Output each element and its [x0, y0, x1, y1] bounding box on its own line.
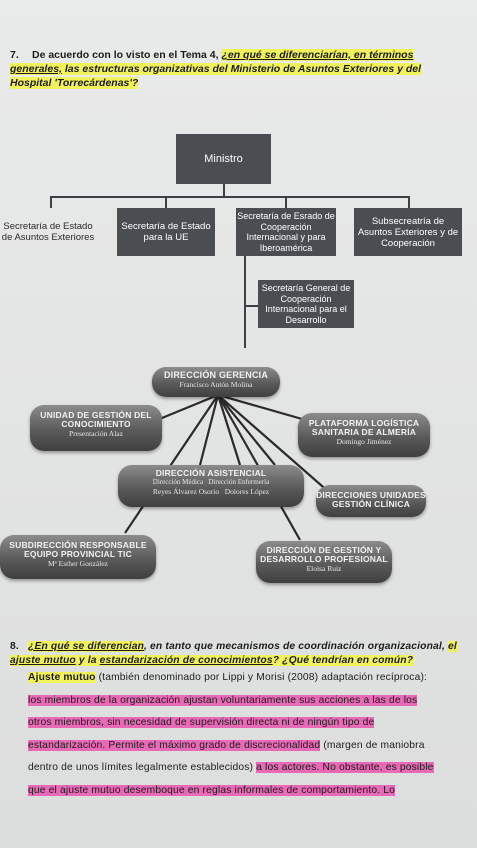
q8-term-estandarizacion: estandarización de conocimientos: [99, 654, 273, 666]
minister-box: Ministro: [176, 134, 271, 184]
secretaria-general-cooperacion-box: Secretaría General de Cooperación Intern…: [258, 280, 354, 328]
node-title: DIRECCIONES UNIDADES GESTIÓN CLÍNICA: [316, 490, 426, 509]
q8-text-e: y la: [75, 654, 100, 666]
connector: [165, 196, 167, 208]
connector: [50, 196, 410, 198]
node-person: Francisco Antón Molina: [179, 380, 253, 389]
node-title: PLATAFORMA LOGÍSTICA SANITARIA DE ALMERÍ…: [308, 418, 420, 437]
connector: [285, 196, 287, 208]
node-title: DIRECCIÓN GERENCIA: [163, 370, 269, 380]
connector: [50, 196, 52, 208]
node-title: SUBDIRECCIÓN RESPONSABLE EQUIPO PROVINCI…: [9, 540, 147, 559]
question-7: 7.De acuerdo con lo visto en el Tema 4, …: [10, 48, 462, 90]
node-person: Presentación Alaz: [69, 429, 123, 438]
connector: [244, 305, 258, 307]
answer-line-2: los miembros de la organización ajustan …: [28, 694, 465, 708]
answer-line-1: Ajuste mutuo (también denominado por Lip…: [28, 671, 465, 685]
subdireccion-tic-node: SUBDIRECCIÓN RESPONSABLE EQUIPO PROVINCI…: [0, 535, 156, 579]
unidad-gestion-conocimiento-node: UNIDAD DE GESTIÓN DEL CONOCIMIENTO Prese…: [30, 405, 162, 451]
q8-text-b: , en tanto que mecanismos de coordinació…: [144, 641, 448, 652]
q8-text-g: ? ¿Qué tendrían en común?: [272, 654, 414, 666]
subsecretaria-box: Subsecreatría de Asuntos Exteriores y de…: [354, 208, 462, 256]
direccion-asistencial-node: DIRECCIÓN ASISTENCIAL Dirección Médica D…: [118, 465, 304, 507]
node-person: Dolores López: [224, 487, 270, 496]
node-person: Eloisa Ruiz: [306, 564, 342, 573]
question-8-answer: Ajuste mutuo (también denominado por Lip…: [28, 671, 465, 797]
answer-line-4: estandarización. Permite el máximo grado…: [28, 739, 465, 753]
answer-line-4a-text: estandarización. Permite el máximo grado…: [28, 739, 321, 751]
node-person: Domingo Jiménez: [336, 437, 392, 446]
question-8: 8. ¿En qué se diferencian, en tanto que m…: [10, 640, 465, 806]
node-title: DIRECCIÓN ASISTENCIAL: [155, 468, 267, 478]
connector: [244, 256, 246, 348]
question-number: 8.: [10, 641, 19, 652]
answer-line-5a-text: dentro de unos límites legalmente establ…: [28, 762, 257, 773]
node-sub-medica: Dirección Médica: [152, 478, 204, 486]
answer-line-4b-text: (margen de maniobra: [320, 739, 425, 751]
answer-line-6: que el ajuste mutuo desemboque en reglas…: [28, 784, 465, 798]
answer-line-5: dentro de unos límites legalmente establ…: [28, 761, 465, 775]
answer-line-1-rest: (también denominado por Lippi y Morisi (…: [95, 672, 428, 683]
direccion-gestion-desarrollo-node: DIRECCIÓN DE GESTIÓN Y DESARROLLO PROFES…: [256, 541, 392, 583]
question-7-highlight-c: las estructuras organizativas del Minist…: [10, 63, 422, 89]
answer-term: Ajuste mutuo: [28, 672, 96, 683]
answer-line-5b-text: a los actores. No obstante, es posible: [256, 762, 434, 773]
node-person: Reyes Álvarez Osorio: [152, 487, 220, 496]
question-7-intro: De acuerdo con lo visto en el Tema 4,: [32, 49, 222, 61]
node-person: Mª Esther González: [48, 559, 108, 568]
q8-text-c: el: [447, 641, 457, 652]
ministry-org-chart: Ministro Secretaría de Estado de Asuntos…: [0, 130, 477, 360]
question-7-highlight-a: ¿en qué se diferenciarían,: [221, 49, 354, 61]
secretaria-cooperacion-box: Secretaría de Esrado de Cooperación Inte…: [236, 208, 336, 256]
node-title: DIRECCIÓN DE GESTIÓN Y DESARROLLO PROFES…: [260, 545, 388, 564]
answer-line-6-text: que el ajuste mutuo desemboque en reglas…: [28, 784, 395, 796]
q8-highlight-a: ¿En qué se diferencian: [28, 641, 145, 652]
direccion-gerencia-node: DIRECCIÓN GERENCIA Francisco Antón Molin…: [152, 367, 280, 397]
plataforma-logistica-node: PLATAFORMA LOGÍSTICA SANITARIA DE ALMERÍ…: [298, 413, 430, 457]
node-sub-enfermeria: Dirección Enfermería: [208, 478, 270, 486]
secretaria-ue-box: Secretaría de Estado para la UE: [117, 208, 215, 256]
direcciones-unidades-node: DIRECCIONES UNIDADES GESTIÓN CLÍNICA: [316, 485, 426, 517]
q8-term-ajuste: ajuste mutuo: [10, 654, 76, 666]
answer-line-2-text: los miembros de la organización ajustan …: [28, 694, 418, 706]
hospital-org-chart: DIRECCIÓN GERENCIA Francisco Antón Molin…: [0, 365, 477, 595]
answer-line-3-text: otros miembros, sin necesidad de supervi…: [28, 717, 375, 728]
node-title: UNIDAD DE GESTIÓN DEL CONOCIMIENTO: [40, 410, 152, 429]
answer-line-3: otros miembros, sin necesidad de supervi…: [28, 716, 465, 730]
secretaria-asuntos-exteriores-box: Secretaría de Estado de Asuntos Exterior…: [1, 221, 95, 243]
connector: [408, 196, 410, 208]
question-number: 7.: [10, 49, 19, 61]
connector: [223, 184, 225, 198]
question-8-prompt: 8. ¿En qué se diferencian, en tanto que m…: [10, 640, 465, 667]
